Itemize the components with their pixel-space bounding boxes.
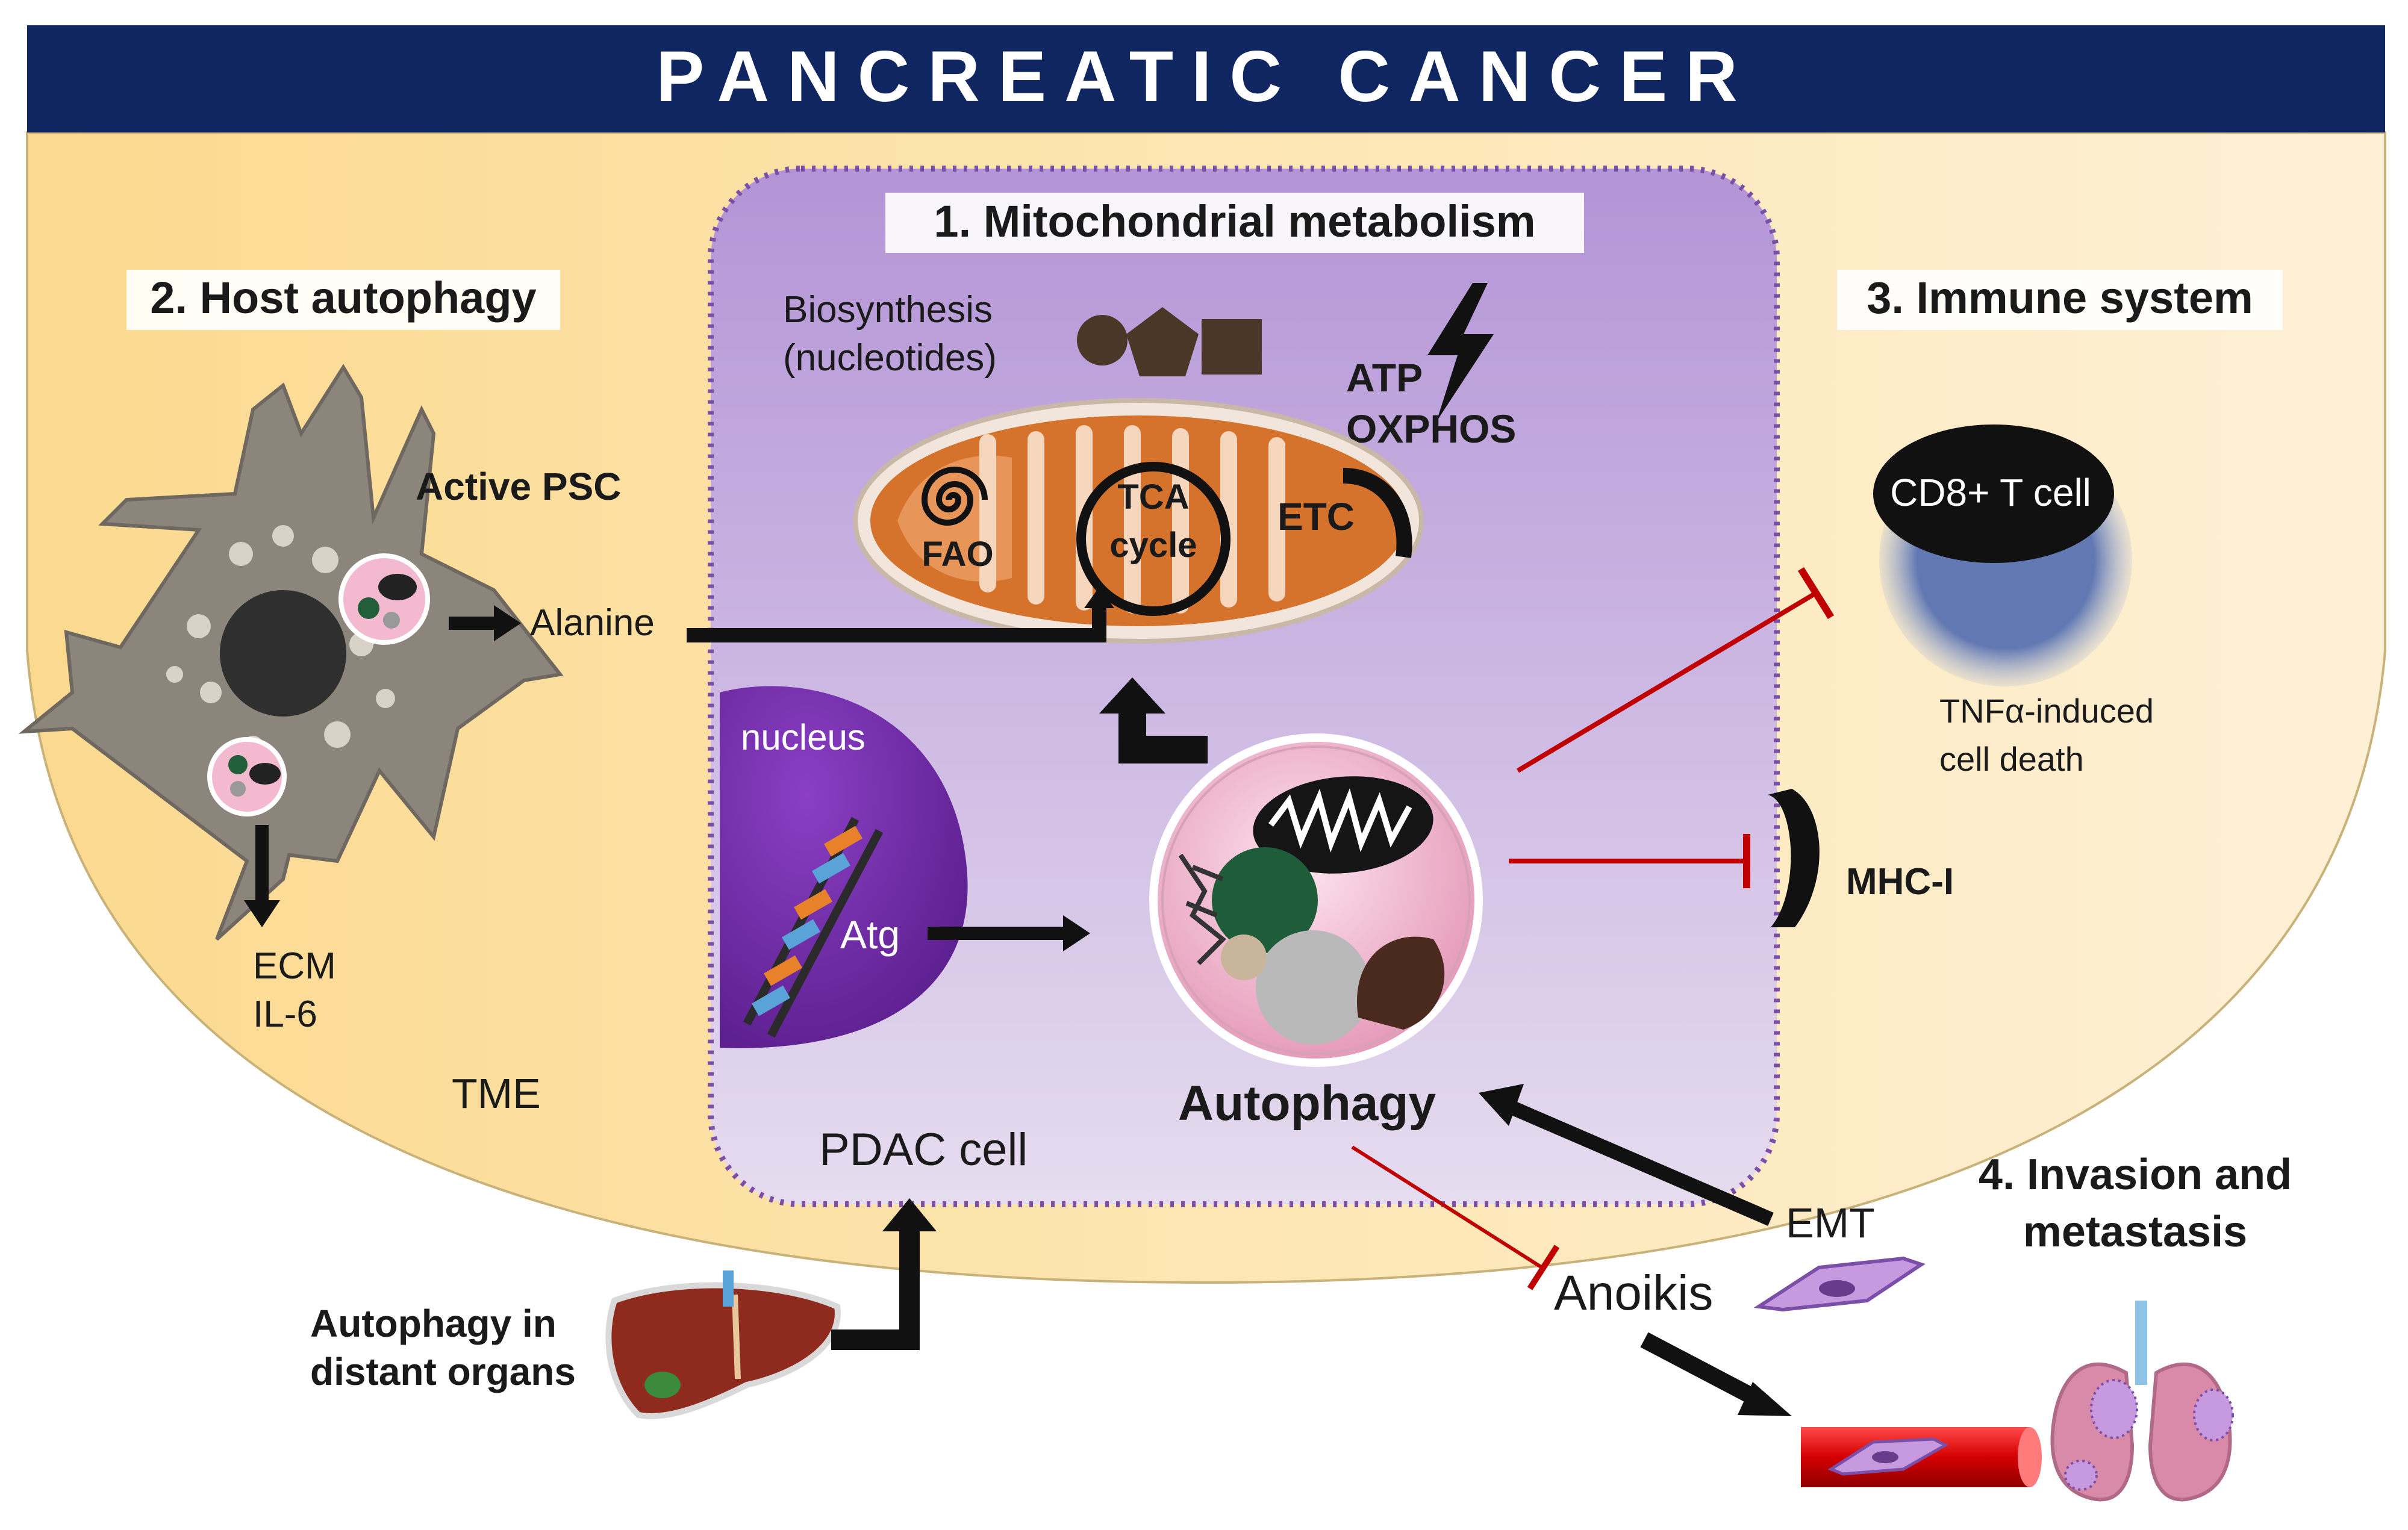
host-header-box (126, 270, 560, 330)
mito-header-box (885, 193, 1584, 253)
psc-label: Active PSC (416, 465, 621, 508)
tca-label-line2: cycle (1109, 526, 1197, 565)
atg-label: Atg (840, 912, 900, 957)
anoikis-to-vessel-arrow (1640, 1332, 1769, 1411)
immune-header-box (1837, 270, 2283, 330)
atp-label: ATP (1346, 355, 1423, 400)
pdac-cell-label: PDAC cell (819, 1124, 1028, 1175)
lungs-icon (2050, 1301, 2234, 1502)
immune-header: 3. Immune system (1867, 273, 2253, 323)
dna-icon (743, 816, 884, 1038)
etc-label: ETC (1277, 495, 1355, 538)
tca-label-line1: TCA (1117, 477, 1189, 517)
blood-vessel-icon (1801, 1427, 2042, 1487)
liver-icon (605, 1270, 841, 1419)
mesenchymal-nucleus (1819, 1280, 1855, 1297)
autophagy-to-mito-arrow (1118, 711, 1208, 763)
autophagosome-icon (1149, 733, 1483, 1067)
t-cell-icon (1873, 424, 2132, 686)
autophagy-inhibits-anoikis (1351, 1145, 1560, 1290)
banner-title: PANCREATIC CANCER (656, 36, 1756, 117)
oxphos-label: OXPHOS (1346, 406, 1516, 451)
emt-to-autophagy-arrow (1503, 1098, 1774, 1227)
ecm-label: ECM (253, 945, 336, 987)
psc-autophagosome-icon (338, 553, 430, 645)
host-header: 2. Host autophagy (150, 273, 536, 323)
distant-label-line1: Autophagy in (310, 1302, 557, 1345)
tme-label: TME (452, 1070, 541, 1117)
metabolite-shapes-icon (1077, 307, 1262, 376)
emt-arrowhead (1479, 1084, 1524, 1126)
psc-cell-icon (18, 364, 564, 941)
autophagy-inhibits-tcell (1516, 567, 1835, 773)
mito-header: 1. Mitochondrial metabolism (934, 196, 1535, 246)
invasion-header-line2: metastasis (2023, 1208, 2247, 1256)
psc-alanine-arrowhead (494, 605, 521, 641)
anoikis-label: Anoikis (1554, 1266, 1713, 1320)
atg-arrowhead (1063, 915, 1090, 951)
fao-spiral-icon (921, 467, 988, 526)
lightning-icon (1427, 283, 1494, 421)
mhc-receptor-icon (1768, 789, 1820, 927)
autophagy-inhibits-mhc (1509, 834, 1750, 888)
alanine-arrowhead (1084, 587, 1114, 608)
mhc-label: MHC-I (1846, 861, 1954, 903)
liver-to-pdac-arrow (831, 1228, 920, 1350)
tca-cycle-circle (1076, 462, 1231, 616)
autophagy-label: Autophagy (1178, 1076, 1436, 1131)
tnf-label-line2: cell death (1939, 740, 2084, 778)
vessel-arrowhead (1738, 1382, 1792, 1416)
invasion-header-line1: 4. Invasion and (1979, 1151, 2292, 1199)
tcell-label: CD8+ T cell (1890, 471, 2091, 514)
il6-label: IL-6 (253, 994, 317, 1035)
distant-label-line2: distant organs (310, 1350, 576, 1393)
alanine-to-tca-arrow (687, 605, 1106, 642)
emt-label: EMT (1786, 1199, 1875, 1246)
alanine-label: Alanine (530, 602, 655, 644)
biosynthesis-label: Biosynthesis (783, 289, 993, 331)
nucleotides-label: (nucleotides) (783, 337, 997, 379)
mitochondrion-icon (853, 398, 1424, 644)
psc-autophagosome-icon (207, 737, 287, 816)
liver-arrowhead (882, 1198, 937, 1231)
nucleus-label: nucleus (741, 717, 866, 757)
fao-label: FAO (922, 535, 993, 574)
psc-ecm-arrowhead (244, 900, 280, 927)
autophagy-mito-arrowhead (1099, 677, 1165, 714)
tnf-label-line1: TNFα-induced (1939, 692, 2154, 730)
title-banner: PANCREATIC CANCER (27, 25, 2385, 132)
